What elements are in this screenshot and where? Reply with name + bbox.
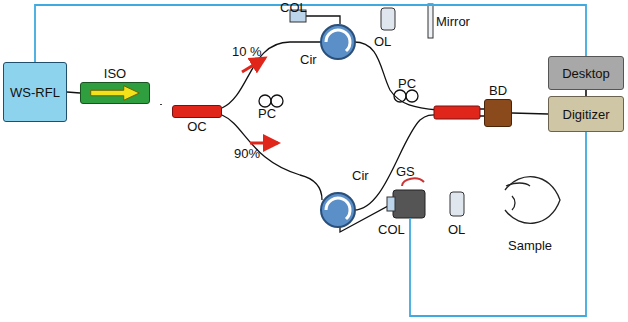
part-label: OL	[374, 34, 391, 49]
part-label: 10 %	[232, 44, 262, 59]
part-label: PC	[398, 76, 416, 91]
node-label: OC	[187, 119, 207, 134]
part-label: PC	[258, 106, 276, 121]
node-label: ISO	[104, 66, 126, 81]
connector	[67, 92, 80, 93]
digitizer-box: Digitizer	[548, 96, 624, 132]
computer-box: Desktop	[548, 56, 624, 90]
detector-box: BD	[484, 99, 512, 127]
connector	[160, 104, 162, 105]
part-label: COL	[280, 0, 307, 15]
part-label: GS	[396, 164, 415, 179]
part-label: Cir	[300, 52, 317, 67]
part-label: Sample	[508, 238, 552, 253]
part-label: COL	[378, 222, 405, 237]
node-label: Digitizer	[563, 107, 610, 122]
part-label: OL	[448, 222, 465, 237]
node-label: BD	[489, 83, 507, 98]
isolator-arrow	[81, 83, 149, 103]
coupler-box: OC	[172, 105, 222, 118]
part-label: Cir	[352, 168, 369, 183]
laser-box: WS-RFL	[3, 62, 67, 122]
connector	[512, 113, 548, 114]
part-label: 90%	[234, 146, 260, 161]
node-label: WS-RFL	[10, 85, 60, 100]
isolator-box: ISO	[80, 82, 150, 104]
node-label: Desktop	[562, 66, 610, 81]
part-label: Mirror	[436, 14, 470, 29]
